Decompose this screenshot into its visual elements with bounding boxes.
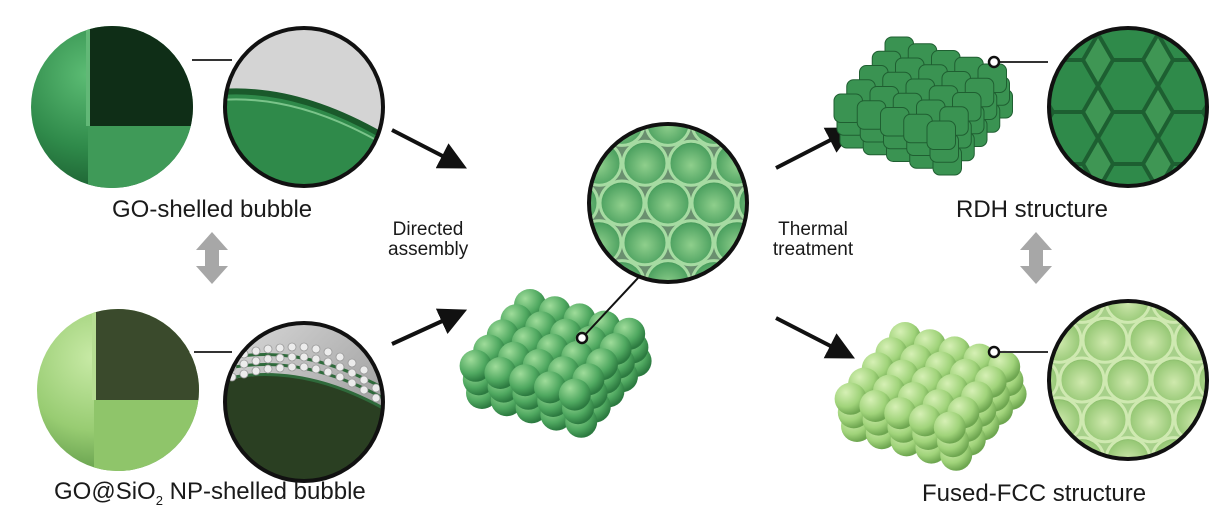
structure-sphere <box>859 390 892 422</box>
structure-sphere <box>558 378 591 411</box>
arrow-to-fcc <box>775 316 855 359</box>
assembled-bead-cluster <box>459 289 652 438</box>
zoom-cell <box>1083 239 1127 283</box>
go-sio2-label-suffix: NP-shelled bubble <box>162 478 366 505</box>
zoom-cell <box>669 300 713 344</box>
zoom-cell <box>531 62 575 106</box>
zoom-cell <box>1221 239 1232 283</box>
rdh-cluster <box>833 36 1013 176</box>
zoom-cell <box>784 101 828 145</box>
go-sio2-label-prefix: GO@SiO <box>54 478 156 505</box>
zoom-cell <box>598 179 646 227</box>
structure-sphere <box>933 411 966 444</box>
zoom-cell <box>1175 239 1219 283</box>
directed-label: Directed <box>392 219 464 240</box>
assembly-label: assembly <box>388 239 469 260</box>
go-shell-zoom-circle <box>223 26 385 188</box>
zoom-cell <box>1150 356 1198 404</box>
go-shelled-bubble-label: GO-shelled bubble <box>112 196 313 223</box>
zoom-cell <box>1127 396 1175 444</box>
zoom-cell <box>1221 398 1232 442</box>
go-sio2-shelled-bubble <box>37 309 199 471</box>
zoom-cell <box>1049 436 1060 459</box>
zoom-cell <box>1104 436 1152 459</box>
treatment-label: treatment <box>772 239 854 260</box>
rdh-structure-label: RDH structure <box>956 196 1109 223</box>
go-sio2-label-subscript: 2 <box>155 492 163 508</box>
zoom-cell <box>968 278 1012 322</box>
go-sio2-shell-zoom-circle <box>223 321 385 483</box>
double-arrow-left <box>196 232 228 284</box>
structure-sphere <box>509 364 542 397</box>
zoom-cell <box>531 221 575 265</box>
go-shelled-bubble <box>31 26 193 188</box>
zoom-cell <box>1104 356 1152 404</box>
zoom-cell <box>644 259 692 282</box>
zoom-cell <box>589 179 600 227</box>
zoom-cell <box>577 62 621 106</box>
zoom-cell <box>715 62 759 106</box>
double-arrow-right <box>1020 232 1052 284</box>
zoom-cell <box>1221 318 1232 362</box>
go-sio2-shelled-bubble-label: GO@SiO2 NP-shelled bubble <box>54 478 366 508</box>
zoom-cell <box>644 124 692 147</box>
arrow-to-assembly-top <box>391 128 467 169</box>
zoom-cell <box>621 219 669 267</box>
zoom-cell <box>1196 356 1207 404</box>
zoom-cell <box>508 181 552 225</box>
zoom-cell <box>736 259 747 282</box>
zoom-cell <box>1081 396 1129 444</box>
zoom-cell <box>1104 301 1152 324</box>
zoom-marker <box>987 55 1001 69</box>
zoom-cell <box>1081 316 1129 364</box>
zoom-cell <box>736 179 747 227</box>
zoom-cell <box>621 139 669 187</box>
zoom-cell <box>1127 316 1175 364</box>
zoom-cell <box>623 62 667 106</box>
zoom-cell <box>531 141 575 185</box>
zoom-cell <box>690 179 738 227</box>
structure-sphere <box>909 404 941 437</box>
zoom-cell <box>1221 477 1232 520</box>
zoom-cell <box>1129 239 1173 283</box>
zoom-marker <box>987 345 1001 359</box>
zoom-connector-line <box>581 277 639 339</box>
structure-sphere <box>534 371 566 404</box>
zoom-marker <box>575 331 589 345</box>
zoom-cell <box>784 261 828 305</box>
zoom-cell <box>508 101 552 145</box>
zoom-cell <box>761 62 805 106</box>
structure-sphere <box>459 349 492 382</box>
thermal-label: Thermal <box>778 219 848 240</box>
zoom-cell <box>667 219 715 267</box>
structure-sphere <box>484 357 517 389</box>
arrow-to-rdh <box>775 127 855 170</box>
arrow-to-assembly-bottom <box>391 308 468 346</box>
structure-sphere <box>884 397 917 430</box>
zoom-cell <box>1196 436 1207 459</box>
zoom-cell <box>669 62 713 106</box>
zoom-cell <box>1049 356 1060 404</box>
zoom-cell <box>1058 356 1106 404</box>
zoom-cell <box>736 124 747 147</box>
zoom-cell <box>715 300 759 344</box>
structure-sphere <box>834 382 867 415</box>
zoom-cell <box>644 179 692 227</box>
fused-fcc-structure-label: Fused-FCC structure <box>922 480 1147 507</box>
structure-cell <box>926 120 956 150</box>
zoom-cell <box>1196 301 1207 324</box>
zoom-cell <box>1175 477 1219 520</box>
zoom-cell <box>667 139 715 187</box>
zoom-cell <box>1049 301 1060 324</box>
zoom-cell <box>589 124 600 147</box>
fused-fcc-cluster <box>834 322 1027 471</box>
rdh-zoom-circle <box>1047 26 1209 188</box>
